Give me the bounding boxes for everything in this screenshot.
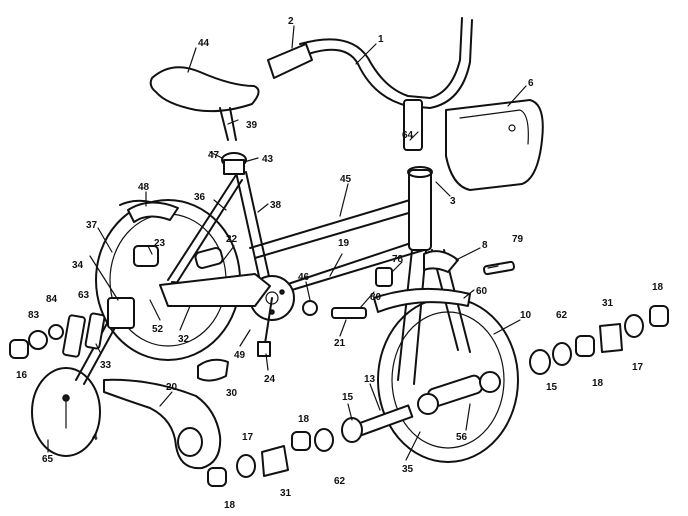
callout-18-far-right: 18 [652, 282, 664, 293]
saddle [149, 66, 260, 113]
nut-18-bottom [207, 467, 227, 487]
callout-21: 21 [334, 338, 346, 349]
callout-63: 63 [78, 290, 90, 301]
front-fork [397, 249, 471, 385]
callout-1: 1 [378, 34, 384, 45]
callout-10: 10 [520, 310, 532, 321]
cone-31-bottom [261, 445, 289, 477]
callout-6: 6 [528, 78, 534, 89]
pedal [197, 358, 229, 382]
washer-17-bottom [236, 454, 256, 478]
callout-62-bottom: 62 [334, 476, 346, 487]
cone-31-right [599, 323, 623, 353]
callouts: 1 2 3 4 6 8 10 13 15 15 16 17 17 18 18 1… [16, 16, 664, 511]
front-reflector [375, 267, 393, 287]
callout-43: 43 [262, 154, 274, 165]
callout-65: 65 [42, 454, 54, 465]
callout-31-right: 31 [602, 298, 614, 309]
callout-60: 60 [476, 286, 488, 297]
training-wheel-bracket [103, 378, 222, 470]
callout-8: 8 [482, 240, 488, 251]
callout-48: 48 [138, 182, 150, 193]
washer-84 [48, 324, 64, 340]
rear-nut [194, 247, 224, 269]
callout-32: 32 [178, 334, 190, 345]
fender-bolt [483, 260, 515, 276]
seat-clamp-bolt [331, 307, 367, 319]
callout-16: 16 [16, 370, 28, 381]
callout-79: 79 [512, 234, 524, 245]
callout-23: 23 [154, 238, 166, 249]
bike-frame [167, 152, 433, 301]
callout-62-right: 62 [556, 310, 568, 321]
seat-post [219, 107, 229, 141]
callout-80: 80 [370, 292, 382, 303]
callout-4: 4 [92, 432, 98, 443]
callout-22: 22 [226, 234, 238, 245]
callout-19: 19 [338, 238, 350, 249]
callout-52: 52 [152, 324, 164, 335]
callout-45: 45 [340, 174, 352, 185]
callout-35: 35 [402, 464, 414, 475]
handlebar-bag [445, 99, 544, 191]
callout-36: 36 [194, 192, 206, 203]
chain-guard [159, 273, 271, 307]
callout-30: 30 [226, 388, 238, 399]
callout-18-right: 18 [592, 378, 604, 389]
handlebar [267, 17, 473, 151]
callout-44: 44 [198, 38, 210, 49]
callout-83: 83 [28, 310, 40, 321]
washer-62-right [552, 342, 572, 366]
bracket-plate-33 [84, 312, 106, 350]
callout-37: 37 [86, 220, 98, 231]
bracket-plate-63 [62, 314, 86, 358]
rear-axle-nut [302, 300, 318, 316]
callout-15-right: 15 [546, 382, 558, 393]
nut-16 [9, 339, 29, 359]
nut-18-right [575, 335, 595, 357]
callout-3: 3 [450, 196, 456, 207]
washer-15-right [529, 349, 551, 375]
bracket-plate-34 [107, 297, 135, 329]
callout-17-bottom: 17 [242, 432, 254, 443]
callout-15-bottom: 15 [342, 392, 354, 403]
rear-fender [127, 201, 179, 223]
callout-13: 13 [364, 374, 376, 385]
callout-38: 38 [270, 200, 282, 211]
nut-18-mid [291, 431, 311, 451]
handlebar-grip [267, 43, 313, 79]
nut-18-far-right [649, 305, 669, 327]
callout-56: 56 [456, 432, 468, 443]
callout-33: 33 [100, 360, 112, 371]
rear-reflector [133, 245, 159, 267]
callout-47: 47 [208, 150, 220, 161]
callout-2: 2 [288, 16, 294, 27]
callout-18-mid: 18 [298, 414, 310, 425]
callout-64: 64 [402, 130, 414, 141]
washer-15-bottom [341, 417, 363, 443]
callout-31-bottom: 31 [280, 488, 292, 499]
callout-17-right: 17 [632, 362, 644, 373]
callout-84: 84 [46, 294, 58, 305]
front-fender [373, 287, 471, 313]
washer-83 [28, 330, 48, 350]
callout-34: 34 [72, 260, 84, 271]
callout-39: 39 [246, 120, 258, 131]
callout-46: 46 [298, 272, 310, 283]
callout-78: 78 [392, 254, 404, 265]
callout-18-bottom: 18 [224, 500, 236, 511]
callout-49: 49 [234, 350, 246, 361]
leader-lines [47, 25, 527, 461]
washer-62-bottom [314, 428, 334, 452]
callout-20: 20 [166, 382, 178, 393]
callout-24: 24 [264, 374, 276, 385]
washer-17-right [624, 314, 644, 338]
